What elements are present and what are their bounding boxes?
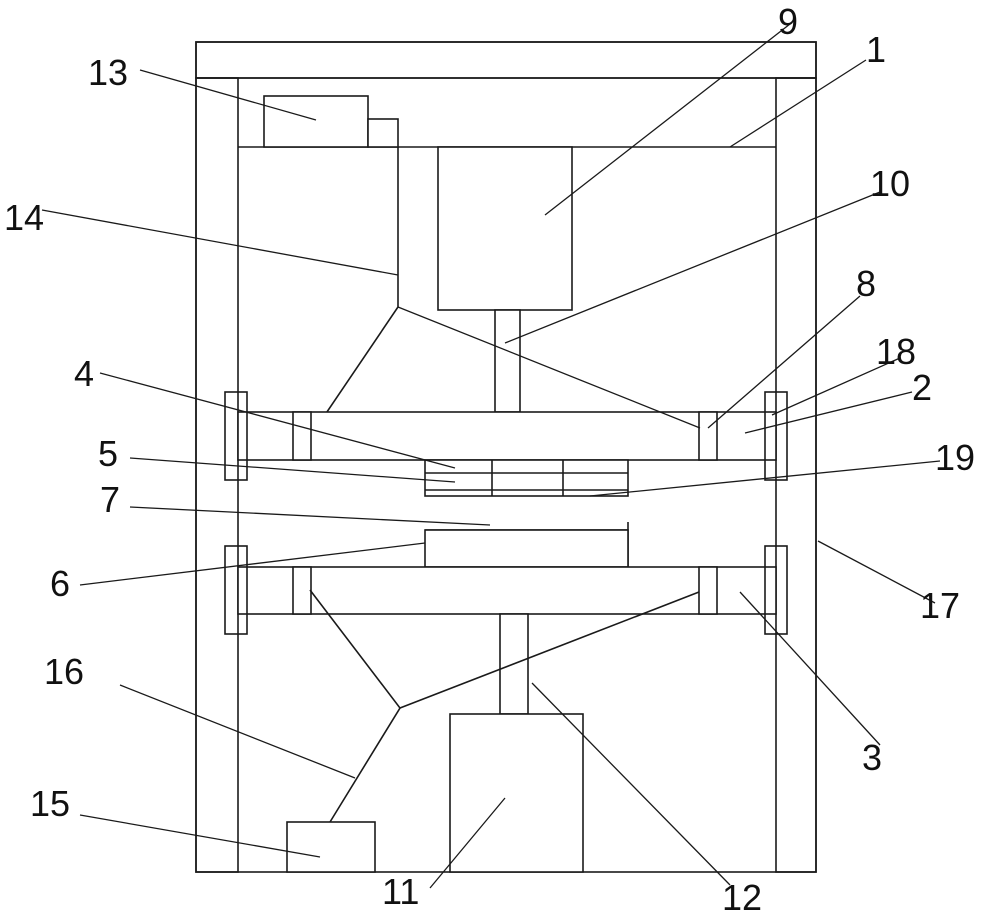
label-19: 19 bbox=[935, 437, 975, 478]
label-15: 15 bbox=[30, 783, 70, 824]
motor-9 bbox=[438, 147, 572, 310]
lower-plate bbox=[238, 567, 776, 614]
nozzle-lower-left bbox=[293, 567, 311, 614]
upper-plate bbox=[238, 412, 776, 460]
label-6: 6 bbox=[50, 563, 70, 604]
label-4: 4 bbox=[74, 353, 94, 394]
label-12: 12 bbox=[722, 877, 762, 918]
unit-15 bbox=[287, 822, 375, 872]
label-3: 3 bbox=[862, 737, 882, 778]
label-18: 18 bbox=[876, 331, 916, 372]
label-2: 2 bbox=[912, 367, 932, 408]
label-5: 5 bbox=[98, 433, 118, 474]
label-17: 17 bbox=[920, 585, 960, 626]
workpiece-6 bbox=[425, 530, 628, 567]
pipe-14 bbox=[310, 147, 398, 437]
shaft-10 bbox=[495, 310, 520, 412]
label-10: 10 bbox=[870, 163, 910, 204]
label-1: 1 bbox=[866, 29, 886, 70]
pipe-16 bbox=[310, 590, 400, 822]
label-13: 13 bbox=[88, 52, 128, 93]
label-7: 7 bbox=[100, 479, 120, 520]
nozzle-8 bbox=[699, 412, 717, 460]
nozzle-lower-right bbox=[699, 567, 717, 614]
unit-13 bbox=[264, 96, 368, 147]
label-9: 9 bbox=[778, 1, 798, 42]
label-8: 8 bbox=[856, 263, 876, 304]
pipe-14-stub bbox=[368, 119, 398, 147]
nozzle-8-left bbox=[293, 412, 311, 460]
label-14: 14 bbox=[4, 197, 44, 238]
label-11: 11 bbox=[382, 871, 419, 912]
label-16: 16 bbox=[44, 651, 84, 692]
motor-11 bbox=[450, 714, 583, 872]
